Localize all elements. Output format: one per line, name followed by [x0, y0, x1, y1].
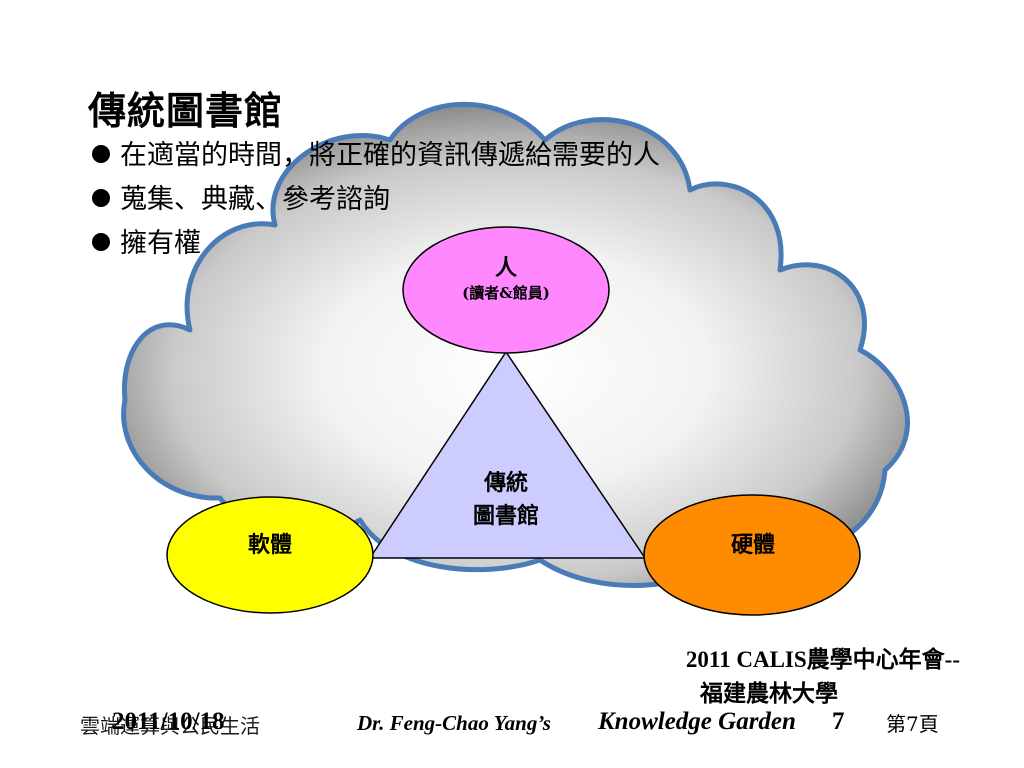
bullet-item: 蒐集、典藏、參考諮詢 — [92, 178, 660, 222]
slide-title: 傳統圖書館 — [88, 89, 284, 133]
footer-date: 2011/10/18 — [112, 708, 225, 735]
top-ellipse-people — [402, 226, 610, 354]
right-node-label: 硬體 — [730, 532, 775, 558]
top-node-sublabel: (讀者&館員) — [462, 284, 550, 302]
conference-line1: 2011 CALIS農學中心年會-- — [685, 647, 960, 672]
right-ellipse-hardware — [643, 494, 861, 616]
bullet-list: 在適當的時間，將正確的資訊傳遞給需要的人 蒐集、典藏、參考諮詢 擁有權 — [92, 134, 660, 266]
footer-author: Dr. Feng-Chao Yang’s — [357, 711, 551, 735]
left-node-label: 軟體 — [247, 532, 292, 558]
left-ellipse-software — [166, 496, 374, 614]
footer-topic: 雲端運算與公民生活 — [80, 714, 260, 738]
center-triangle — [368, 350, 647, 559]
conference-line2: 福建農林大學 — [700, 680, 838, 707]
center-node-line2: 圖書館 — [472, 503, 539, 529]
bullet-item: 擁有權 — [92, 222, 660, 266]
bullet-dot-icon — [92, 232, 110, 251]
footer-garden: Knowledge Garden — [598, 708, 796, 735]
footer-slide-number: 7 — [832, 708, 845, 735]
bullet-item: 在適當的時間，將正確的資訊傳遞給需要的人 — [92, 134, 660, 178]
bullet-dot-icon — [92, 188, 110, 207]
top-node-label: 人 — [494, 255, 517, 281]
footer-page-label: 第7頁 — [886, 712, 939, 736]
center-node-line1: 傳統 — [483, 470, 528, 496]
bullet-dot-icon — [92, 144, 110, 163]
